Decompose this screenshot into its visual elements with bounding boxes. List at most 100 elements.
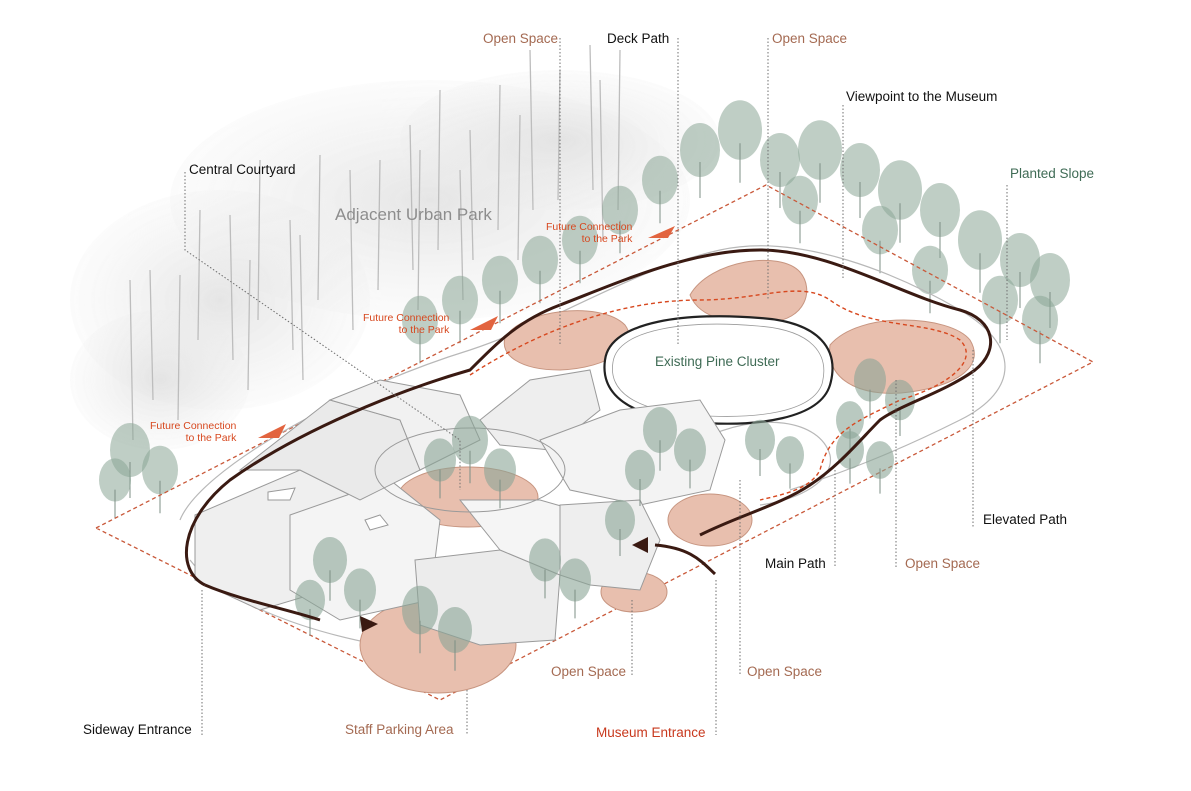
label-existing-pine-cluster: Existing Pine Cluster bbox=[655, 354, 780, 369]
museum-entrance-arrowhead bbox=[632, 537, 648, 553]
green-tree bbox=[484, 448, 516, 492]
gray-tree bbox=[177, 274, 181, 421]
green-tree bbox=[438, 607, 472, 653]
main-path-loop bbox=[184, 248, 993, 587]
future-connection-3-line1: Future Connection bbox=[150, 420, 237, 432]
green-tree bbox=[1000, 233, 1040, 287]
green-tree bbox=[912, 245, 948, 295]
future-connection-2-line2: to the Park bbox=[398, 324, 450, 336]
gray-tree bbox=[299, 234, 304, 381]
green-tree bbox=[442, 275, 478, 325]
label-elevated-path: Elevated Path bbox=[983, 512, 1068, 527]
open-space-top-right-area bbox=[689, 259, 808, 324]
green-tree bbox=[674, 428, 706, 472]
label-sideway-entrance: Sideway Entrance bbox=[83, 722, 192, 737]
future-connection-flag-3 bbox=[258, 424, 286, 438]
gray-tree bbox=[257, 159, 261, 321]
gray-tree bbox=[377, 159, 381, 291]
label-future-connection-1: Future Connection to the Park bbox=[546, 221, 632, 245]
gray-tree bbox=[417, 149, 421, 311]
label-central-courtyard: Central Courtyard bbox=[189, 162, 296, 177]
label-future-connection-3: Future Connection to the Park bbox=[150, 420, 236, 444]
label-museum-entrance: Museum Entrance bbox=[596, 725, 706, 740]
green-trees-back bbox=[99, 100, 1070, 519]
green-tree bbox=[625, 449, 655, 491]
green-tree bbox=[862, 205, 898, 255]
label-open-space-bottom-right: Open Space bbox=[747, 664, 823, 679]
gray-tree bbox=[289, 219, 294, 351]
gray-tree bbox=[469, 129, 474, 261]
gray-tree bbox=[529, 49, 534, 211]
green-tree bbox=[878, 160, 922, 220]
green-tree bbox=[866, 441, 894, 479]
leader-lines bbox=[184, 38, 1008, 735]
future-connection-2-line1: Future Connection bbox=[363, 312, 450, 324]
gray-tree bbox=[437, 89, 441, 251]
green-tree bbox=[680, 123, 720, 177]
elevated-path bbox=[469, 290, 967, 501]
green-tree bbox=[840, 143, 880, 197]
green-tree bbox=[798, 120, 842, 180]
sideway-entrance-arrowhead bbox=[360, 616, 378, 632]
green-tree bbox=[402, 295, 438, 345]
green-tree bbox=[982, 275, 1018, 325]
green-tree bbox=[295, 579, 325, 621]
green-tree bbox=[452, 415, 488, 465]
label-staff-parking-area: Staff Parking Area bbox=[345, 722, 454, 737]
future-connection-1-line2: to the Park bbox=[581, 233, 633, 245]
label-planted-slope: Planted Slope bbox=[1010, 166, 1095, 181]
future-connection-3-line2: to the Park bbox=[185, 432, 237, 444]
label-open-space-top-left: Open Space bbox=[483, 31, 559, 46]
green-tree bbox=[424, 438, 456, 482]
green-tree bbox=[1022, 295, 1058, 345]
green-tree bbox=[529, 538, 561, 582]
green-tree bbox=[745, 419, 775, 461]
green-tree bbox=[885, 379, 915, 421]
gray-tree bbox=[197, 209, 201, 341]
future-connection-flag-1 bbox=[648, 226, 675, 238]
gray-tree bbox=[617, 49, 621, 211]
green-tree bbox=[643, 407, 677, 453]
green-tree bbox=[782, 175, 818, 225]
green-tree bbox=[402, 585, 438, 635]
future-connection-flag-2 bbox=[470, 316, 498, 330]
gray-tree bbox=[517, 114, 521, 261]
label-adjacent-urban-park: Adjacent Urban Park bbox=[335, 205, 492, 224]
site-boundary bbox=[94, 184, 1095, 701]
green-tree bbox=[559, 558, 591, 602]
green-tree bbox=[605, 499, 635, 541]
green-tree bbox=[562, 215, 598, 265]
museum-entrance-path bbox=[654, 543, 717, 576]
label-future-connection-2: Future Connection to the Park bbox=[363, 312, 449, 336]
gray-tree bbox=[129, 279, 134, 441]
green-tree bbox=[99, 458, 131, 502]
gray-tree bbox=[149, 269, 154, 401]
green-tree bbox=[1030, 253, 1070, 307]
gray-tree bbox=[409, 124, 414, 271]
green-tree bbox=[482, 255, 518, 305]
green-tree bbox=[142, 445, 178, 495]
green-tree bbox=[920, 183, 960, 237]
green-tree bbox=[344, 568, 376, 612]
gray-tree bbox=[497, 84, 501, 231]
sideway-entrance-arrow bbox=[204, 583, 321, 622]
gray-tree bbox=[349, 169, 354, 331]
open-space-entrance-plaza bbox=[667, 493, 753, 547]
green-tree bbox=[760, 133, 800, 187]
gray-tree bbox=[247, 259, 251, 391]
green-tree bbox=[836, 401, 864, 439]
label-open-space-bottom-mid: Open Space bbox=[551, 664, 627, 679]
green-tree bbox=[854, 358, 886, 402]
green-tree bbox=[718, 100, 762, 160]
green-tree bbox=[313, 537, 347, 583]
label-open-space-right: Open Space bbox=[905, 556, 981, 571]
label-main-path: Main Path bbox=[765, 556, 826, 571]
green-tree bbox=[642, 155, 678, 205]
green-tree bbox=[776, 436, 804, 474]
gray-tree bbox=[589, 44, 594, 191]
green-trees-front bbox=[295, 358, 915, 671]
gray-tree bbox=[229, 214, 234, 361]
label-viewpoint: Viewpoint to the Museum bbox=[846, 89, 998, 104]
